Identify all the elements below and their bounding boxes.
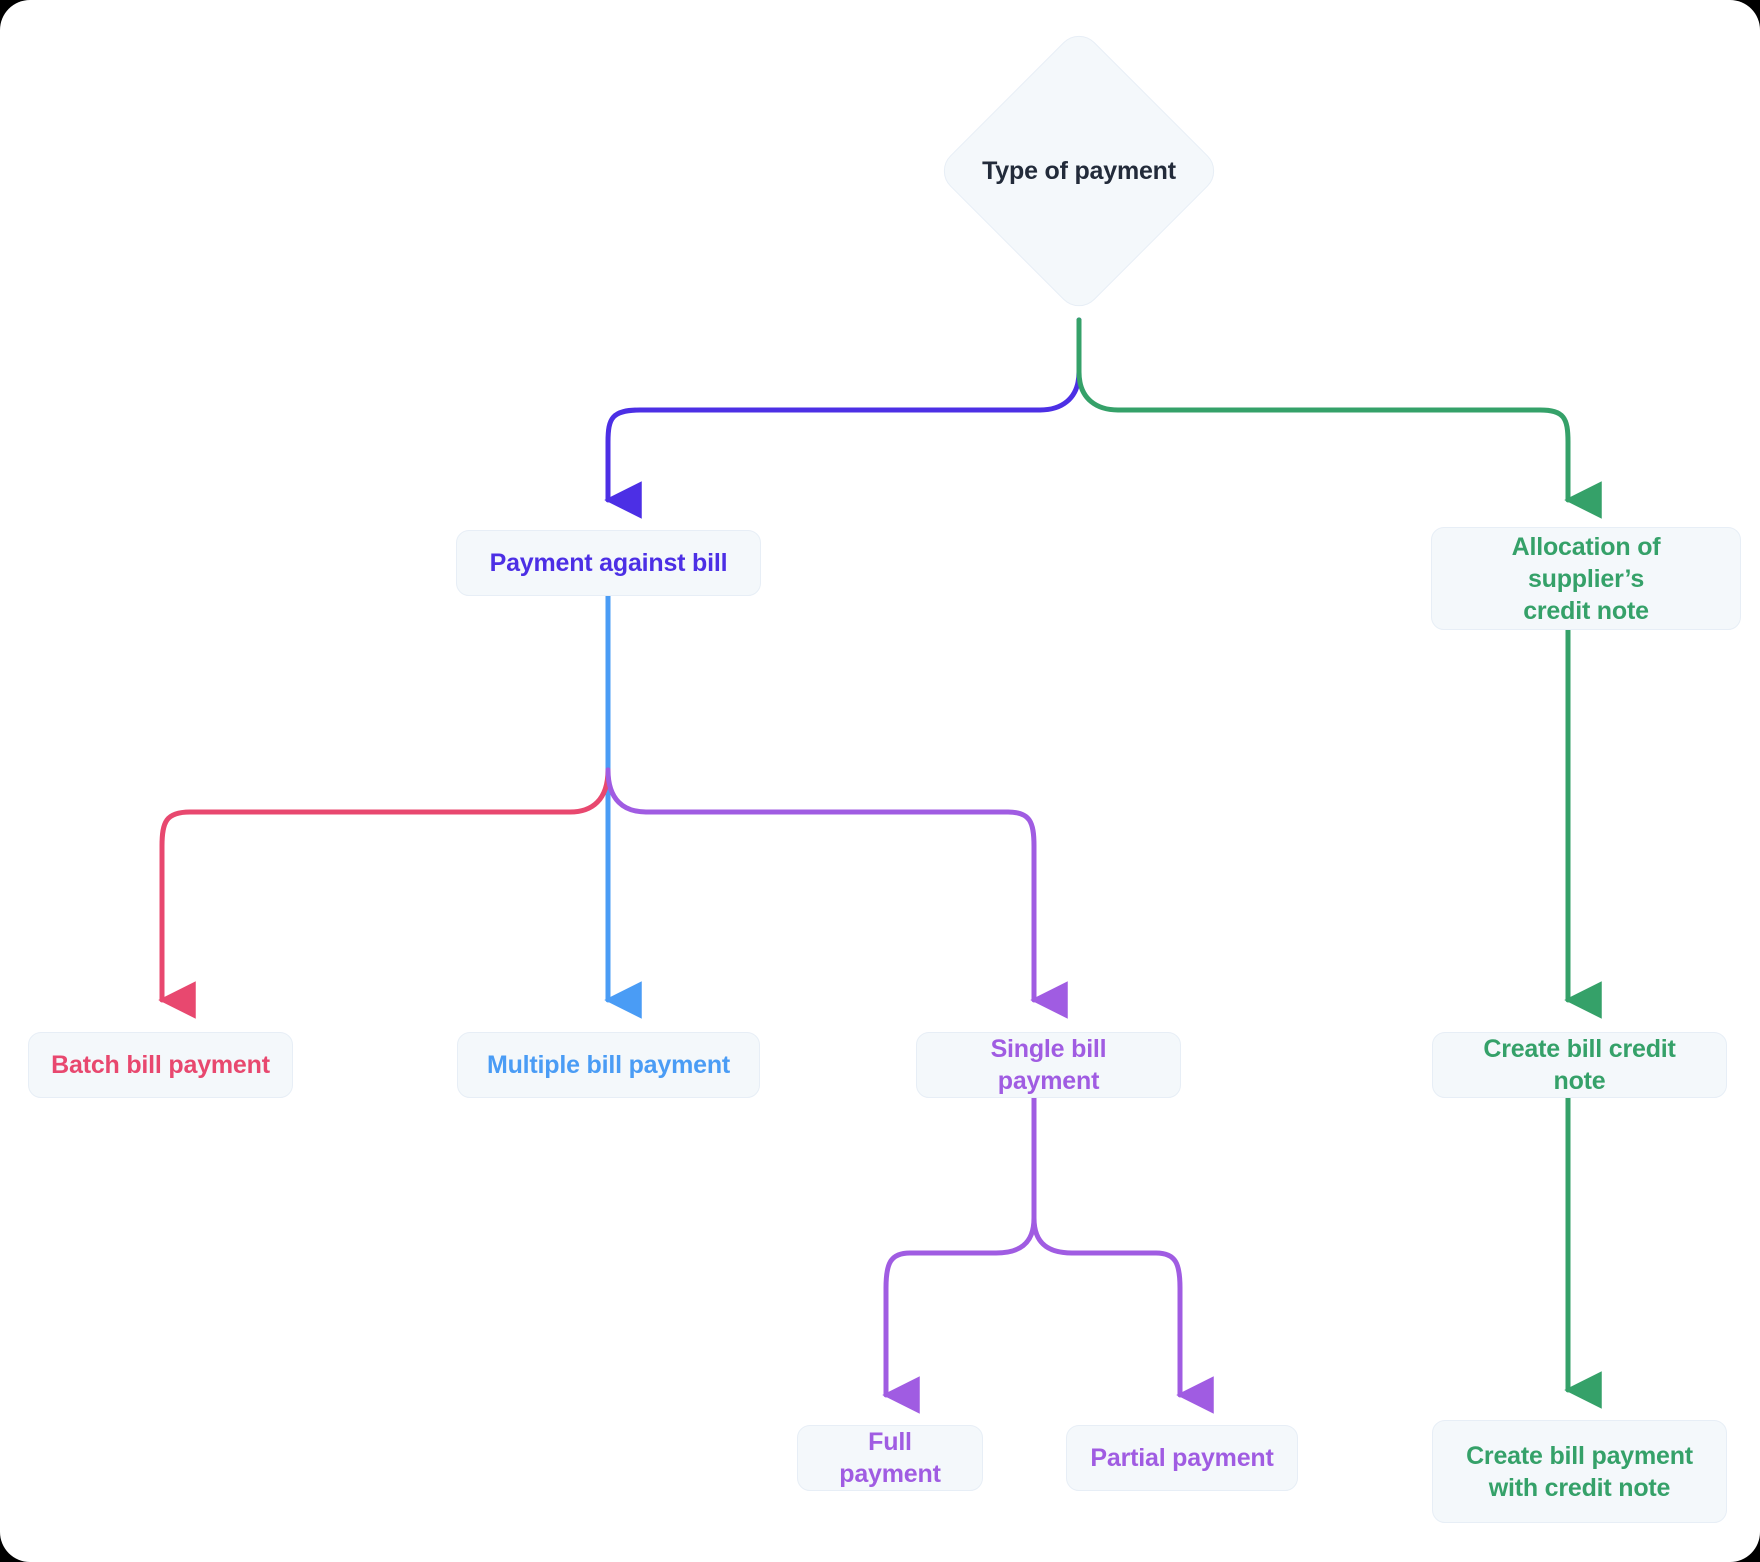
node-payment-against-bill[interactable]: Payment against bill xyxy=(456,530,761,596)
node-root-label: Type of payment xyxy=(982,156,1176,185)
node-create-bill-credit-note[interactable]: Create bill credit note xyxy=(1432,1032,1727,1098)
node-full-payment[interactable]: Full payment xyxy=(797,1425,983,1491)
edge-payment-against-bill-to-batch xyxy=(158,767,611,1019)
edge-payment-against-bill-to-single xyxy=(605,767,1068,1019)
node-batch-bill-payment[interactable]: Batch bill payment xyxy=(28,1032,293,1098)
node-partial-payment[interactable]: Partial payment xyxy=(1066,1425,1298,1491)
node-allocation-of-suppliers-credit-note[interactable]: Allocation of supplier’s credit note xyxy=(1431,527,1741,630)
edge-root-to-allocation-credit-note xyxy=(1076,317,1602,519)
node-single-bill-payment[interactable]: Single bill payment xyxy=(916,1032,1181,1098)
edge-root-to-payment-against-bill xyxy=(604,317,1082,519)
edge-single-to-full-payment xyxy=(882,1095,1037,1414)
node-create-bill-payment-with-credit-note[interactable]: Create bill payment with credit note xyxy=(1432,1420,1727,1523)
node-multiple-bill-payment[interactable]: Multiple bill payment xyxy=(457,1032,760,1098)
edge-single-to-partial-payment xyxy=(1031,1095,1214,1414)
